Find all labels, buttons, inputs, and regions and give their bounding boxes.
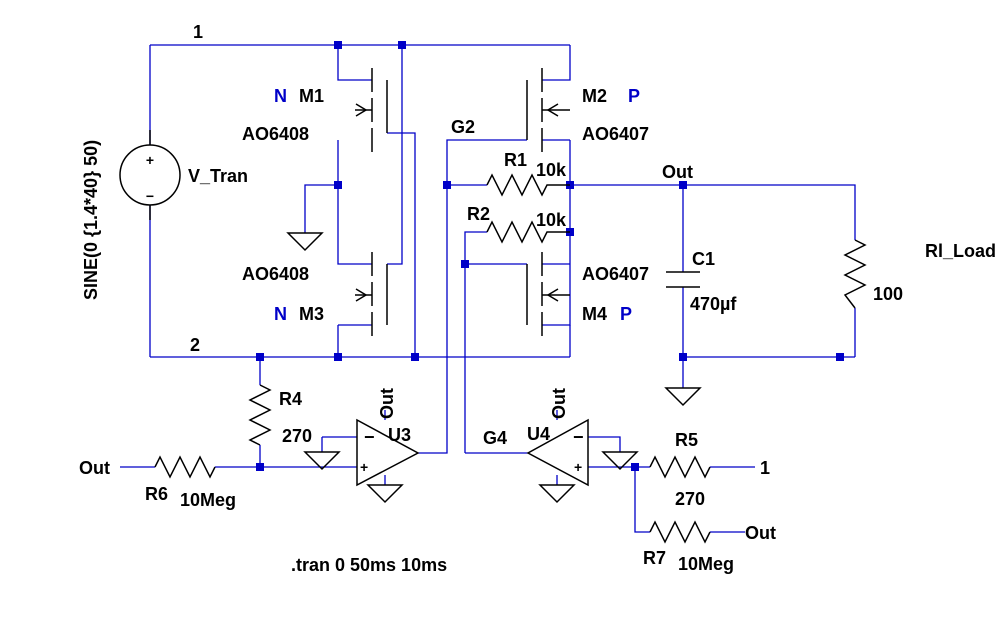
u3-out-label: Out: [377, 388, 397, 419]
opamp-u3: − +: [356, 418, 420, 487]
ground-icon: [303, 451, 341, 471]
u3-minus-sign: −: [364, 427, 375, 447]
source-plus-sign: +: [146, 152, 154, 168]
m4-model: AO6407: [582, 264, 649, 284]
u4-name: U4: [527, 424, 550, 444]
r2-value: 10k: [536, 210, 567, 230]
rl-name: Rl_Load: [925, 241, 995, 261]
m1-type: N: [274, 86, 287, 106]
r7-value: 10Meg: [678, 554, 734, 574]
junction-dot: [334, 181, 342, 189]
r7-port-label: Out: [745, 523, 776, 543]
r6-value: 10Meg: [180, 490, 236, 510]
source-value: SINE(0 {1.4*40} 50): [81, 140, 101, 300]
resistor-r2: [486, 220, 570, 244]
junction-dot: [334, 41, 342, 49]
u4-minus-sign: −: [573, 427, 584, 447]
mosfet-m2: [526, 68, 570, 152]
r5-port-label: 1: [760, 458, 770, 478]
source-minus-sign: −: [146, 188, 154, 204]
u3-input-port-label: Out: [79, 458, 110, 478]
wires: [120, 44, 856, 533]
m2-type: P: [628, 86, 640, 106]
junction-dot: [461, 260, 469, 268]
junction-dot: [256, 463, 264, 471]
voltage-source-v-tran: + −: [119, 130, 181, 220]
net-label-g4: G4: [483, 428, 507, 448]
resistor-rl-load: [843, 239, 867, 309]
u3-plus-sign: +: [360, 459, 368, 475]
resistor-r7: [649, 520, 711, 544]
labels: 1 2 G2 G4 Out V_Tran SINE(0 {1.4*40} 50)…: [79, 22, 995, 575]
p-arrow-icon: [546, 288, 559, 302]
ground-icon: [664, 387, 702, 407]
r5-name: R5: [675, 430, 698, 450]
mosfet-m4: [526, 252, 570, 336]
mosfet-m3: [355, 252, 388, 336]
rl-value: 100: [873, 284, 903, 304]
m2-name: M2: [582, 86, 607, 106]
n-arrow-icon: [355, 288, 368, 302]
net-label-2: 2: [190, 335, 200, 355]
m1-model: AO6408: [242, 124, 309, 144]
u3-name: U3: [388, 425, 411, 445]
m1-name: M1: [299, 86, 324, 106]
resistor-r4: [248, 384, 272, 446]
net-label-g2: G2: [451, 117, 475, 137]
ground-icon: [538, 484, 576, 504]
net-label-out: Out: [662, 162, 693, 182]
p-arrow-icon: [546, 103, 559, 117]
resistor-r5: [649, 455, 711, 479]
m3-name: M3: [299, 304, 324, 324]
r4-value: 270: [282, 426, 312, 446]
junction-dot: [256, 353, 264, 361]
r5-value: 270: [675, 489, 705, 509]
r6-name: R6: [145, 484, 168, 504]
r4-name: R4: [279, 389, 302, 409]
u4-plus-sign: +: [574, 459, 582, 475]
junction-dot: [836, 353, 844, 361]
junction-dot: [631, 463, 639, 471]
ground-symbols: [286, 232, 702, 504]
junction-dot: [411, 353, 419, 361]
mosfet-m1: [355, 68, 388, 152]
r1-name: R1: [504, 150, 527, 170]
r2-name: R2: [467, 204, 490, 224]
junction-dot: [679, 353, 687, 361]
u4-out-label: Out: [549, 388, 569, 419]
source-name: V_Tran: [188, 166, 248, 186]
m2-model: AO6407: [582, 124, 649, 144]
m3-type: N: [274, 304, 287, 324]
m3-model: AO6408: [242, 264, 309, 284]
m4-type: P: [620, 304, 632, 324]
junction-dot: [443, 181, 451, 189]
r7-name: R7: [643, 548, 666, 568]
junction-dot: [334, 353, 342, 361]
opamp-u4: − +: [526, 418, 589, 487]
c1-value: 470µf: [690, 294, 737, 314]
ground-icon: [601, 451, 639, 471]
ground-icon: [286, 232, 324, 252]
resistor-r6: [154, 455, 216, 479]
n-arrow-icon: [355, 103, 368, 117]
c1-name: C1: [692, 249, 715, 269]
spice-directive: .tran 0 50ms 10ms: [291, 555, 447, 575]
junction-dot: [398, 41, 406, 49]
junction-dot: [679, 181, 687, 189]
net-label-1: 1: [193, 22, 203, 42]
r1-value: 10k: [536, 160, 567, 180]
ground-icon: [366, 484, 404, 504]
capacitor-c1: [666, 271, 700, 288]
resistor-r1: [486, 173, 570, 197]
m4-name: M4: [582, 304, 607, 324]
